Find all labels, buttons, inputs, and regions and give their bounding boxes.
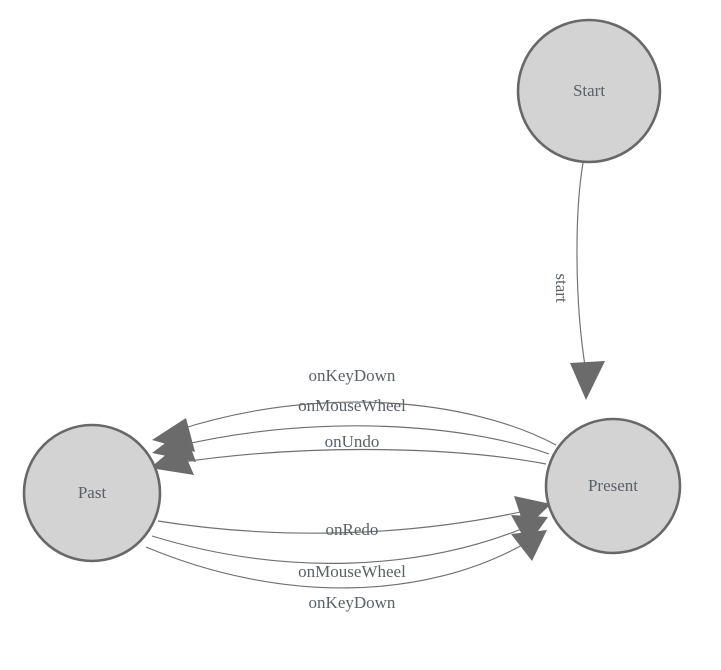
node-present[interactable]: Present — [544, 417, 682, 555]
edge-line — [145, 543, 525, 589]
edge-line — [175, 448, 547, 465]
edge-line — [157, 510, 526, 534]
edge-arrowhead — [570, 361, 605, 400]
edge-e-onkeydown-down[interactable] — [145, 530, 547, 589]
edge-arrowhead — [511, 515, 548, 545]
edge-e-onmousewheel-up[interactable] — [152, 425, 550, 462]
edge-arrowhead — [152, 429, 196, 462]
edge-line — [177, 425, 550, 455]
edges-layer — [145, 162, 605, 589]
edge-e-onundo-up[interactable] — [150, 443, 547, 475]
edge-line — [576, 162, 587, 373]
node-past[interactable]: Past — [22, 423, 162, 563]
edge-arrowhead — [511, 530, 547, 561]
node-shape — [22, 423, 162, 563]
edge-arrowhead — [150, 443, 194, 475]
edge-e-start[interactable] — [570, 162, 605, 400]
edge-line — [151, 527, 525, 564]
node-shape — [516, 18, 662, 164]
node-start[interactable]: Start — [516, 18, 662, 164]
edge-line — [177, 401, 557, 446]
edge-e-onmousewheel-down[interactable] — [151, 515, 548, 564]
node-shape — [544, 417, 682, 555]
